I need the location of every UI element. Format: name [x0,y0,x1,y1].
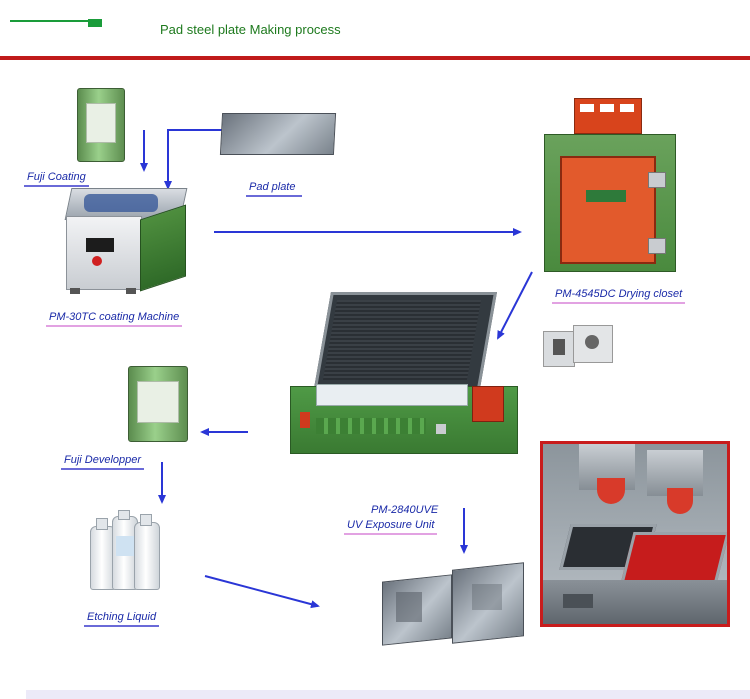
arrow-plate-to-machine [164,129,222,190]
label-drying-closet: PM-4545DC Drying closet [552,288,686,304]
pad-plate-image [219,113,337,155]
footer-strip [26,690,750,699]
label-fuji-developper: Fuji Developper [61,454,145,470]
header-red-bar [0,56,750,60]
etching-liquid-bottles-image [84,510,164,590]
coating-machine-image [62,188,188,300]
arrow-closet-to-uv [497,271,533,340]
header-green-block [88,19,102,27]
exposed-film-image [543,325,613,367]
label-pad-plate: Pad plate [246,181,302,197]
drying-closet-image [540,98,678,278]
fuji-coating-jug-image [77,88,125,162]
label-uv-unit-name: UV Exposure Unit [344,519,438,535]
arrow-etching-to-plates [204,575,320,609]
label-etching-liquid: Etching Liquid [84,611,160,627]
etched-steel-plates-image [376,562,528,650]
label-uv-unit-model: PM-2840UVE [371,504,439,516]
page-title: Pad steel plate Making process [160,22,341,37]
header-green-line [10,20,92,22]
label-fuji-coating: Fuji Coating [24,171,89,187]
fuji-developper-jug-image [128,366,188,442]
label-coating-machine: PM-30TC coating Machine [46,311,183,327]
uv-exposure-unit-image [286,288,520,460]
pad-printing-machine-photo [540,441,730,627]
